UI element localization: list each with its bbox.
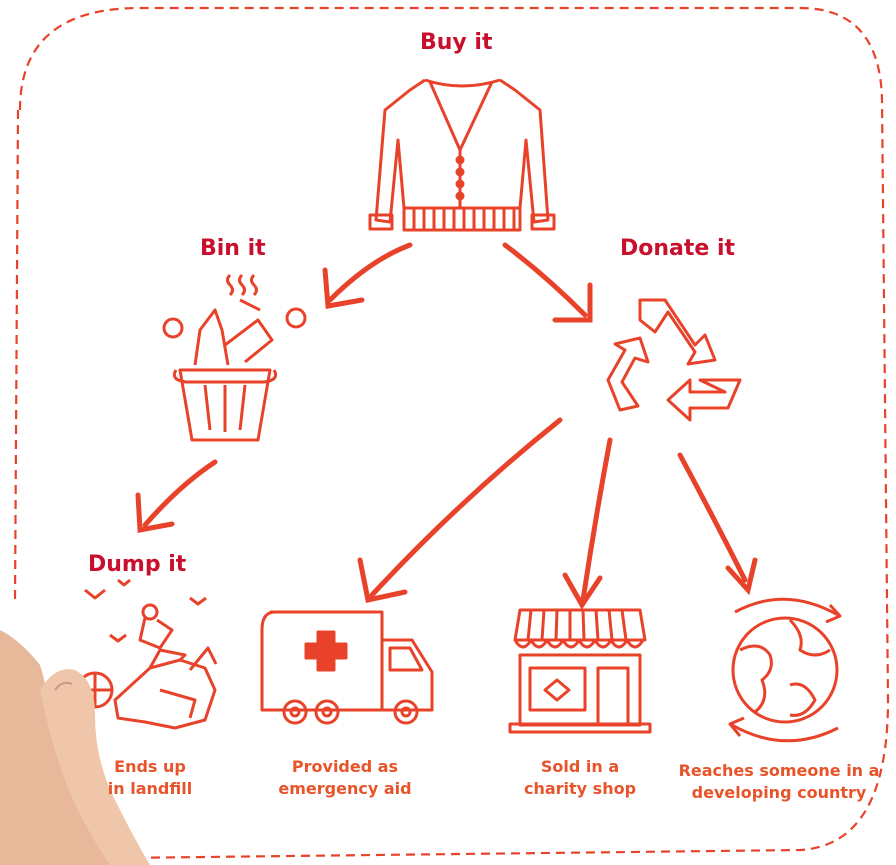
caption-charity-line1: Sold in a — [540, 757, 620, 776]
caption-aid: Provided as emergency aid — [270, 756, 420, 800]
cardigan-icon — [368, 78, 556, 232]
caption-developing-line2: developing country — [691, 783, 867, 802]
rubbish-bin-icon — [162, 273, 307, 442]
dump-it-label: Dump it — [88, 552, 187, 577]
bin-it-label: Bin it — [200, 236, 266, 261]
arrow-to-aid — [357, 417, 563, 603]
caption-landfill-line1: Ends up — [114, 757, 186, 776]
arrow-to-bin — [322, 242, 413, 309]
caption-aid-line1: Provided as — [291, 757, 399, 776]
arrow-to-dump — [135, 459, 218, 533]
landfill-icon — [76, 578, 218, 730]
globe-icon — [728, 597, 842, 743]
dashed-border-left — [13, 109, 20, 601]
hand-overlay — [0, 630, 150, 865]
caption-developing-line1: Reaches someone in a — [678, 761, 880, 780]
arrow-to-charity — [562, 437, 613, 610]
buy-it-label: Buy it — [420, 30, 493, 55]
caption-aid-line2: emergency aid — [278, 779, 412, 798]
arrow-to-developing — [677, 452, 758, 596]
ambulance-icon — [260, 610, 434, 725]
donate-it-label: Donate it — [620, 236, 736, 261]
arrow-to-donate — [502, 242, 593, 323]
caption-landfill: Ends up in landfill — [95, 756, 205, 800]
caption-developing: Reaches someone in a developing country — [672, 760, 886, 804]
caption-charity: Sold in a charity shop — [510, 756, 650, 800]
dashed-border — [18, 6, 890, 860]
caption-charity-line2: charity shop — [523, 779, 637, 798]
caption-landfill-line2: in landfill — [107, 779, 193, 798]
recycle-icon — [606, 298, 742, 422]
charity-shop-icon — [508, 608, 652, 734]
